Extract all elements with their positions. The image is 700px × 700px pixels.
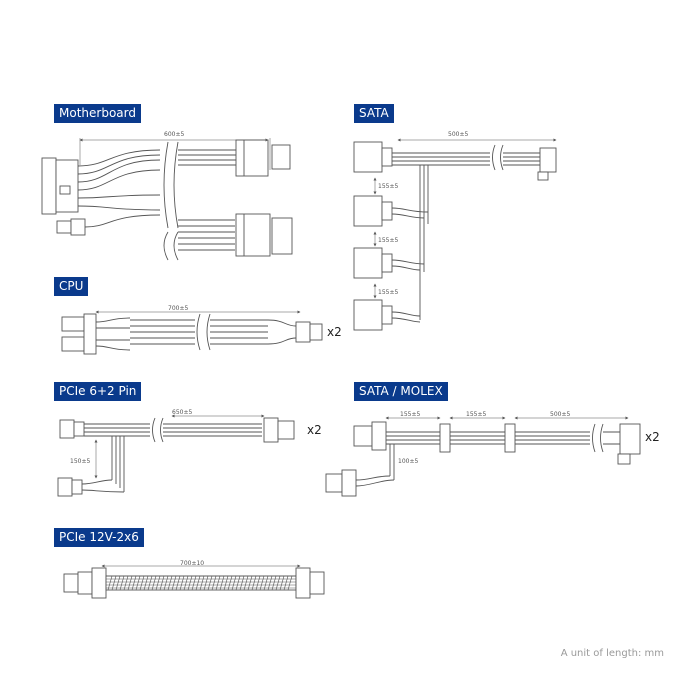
- motherboard-cable: [41, 138, 293, 261]
- multiplier-sata-molex: x2: [645, 430, 660, 444]
- dim-sata-3: 155±5: [378, 289, 398, 296]
- pcie-6-2-cable: [57, 414, 295, 497]
- dim-pcie-branch: 150±5: [70, 458, 90, 465]
- dim-motherboard: 600±5: [164, 131, 184, 138]
- pcie-12v-2x6-cable: [63, 564, 325, 599]
- header-motherboard: Motherboard: [54, 104, 141, 123]
- dim-sata-1: 155±5: [378, 183, 398, 190]
- dim-cpu: 700±5: [168, 305, 188, 312]
- header-pcie-6-2: PCIe 6+2 Pin: [54, 382, 142, 401]
- dim-sata-main: 500±5: [448, 131, 468, 138]
- dim-pcie-main: 650±5: [172, 409, 192, 416]
- dim-sata-2: 155±5: [378, 237, 398, 244]
- header-cpu: CPU: [54, 277, 89, 296]
- sata-cable: [353, 138, 557, 331]
- multiplier-cpu: x2: [327, 325, 342, 339]
- header-sata-molex: SATA / MOLEX: [354, 382, 448, 401]
- dim-pcie-12v: 700±10: [180, 560, 204, 567]
- sata-molex-cable: [325, 416, 641, 497]
- header-sata: SATA: [354, 104, 394, 123]
- header-pcie-12v-2x6: PCIe 12V-2x6: [54, 528, 144, 547]
- dim-sata-molex-3: 500±5: [550, 411, 570, 418]
- unit-note: A unit of length: mm: [560, 648, 664, 659]
- dim-sata-molex-2: 155±5: [466, 411, 486, 418]
- multiplier-pcie: x2: [307, 423, 322, 437]
- cpu-cable: [61, 310, 323, 355]
- dim-sata-molex-branch: 100±5: [398, 458, 418, 465]
- dim-sata-molex-1: 155±5: [400, 411, 420, 418]
